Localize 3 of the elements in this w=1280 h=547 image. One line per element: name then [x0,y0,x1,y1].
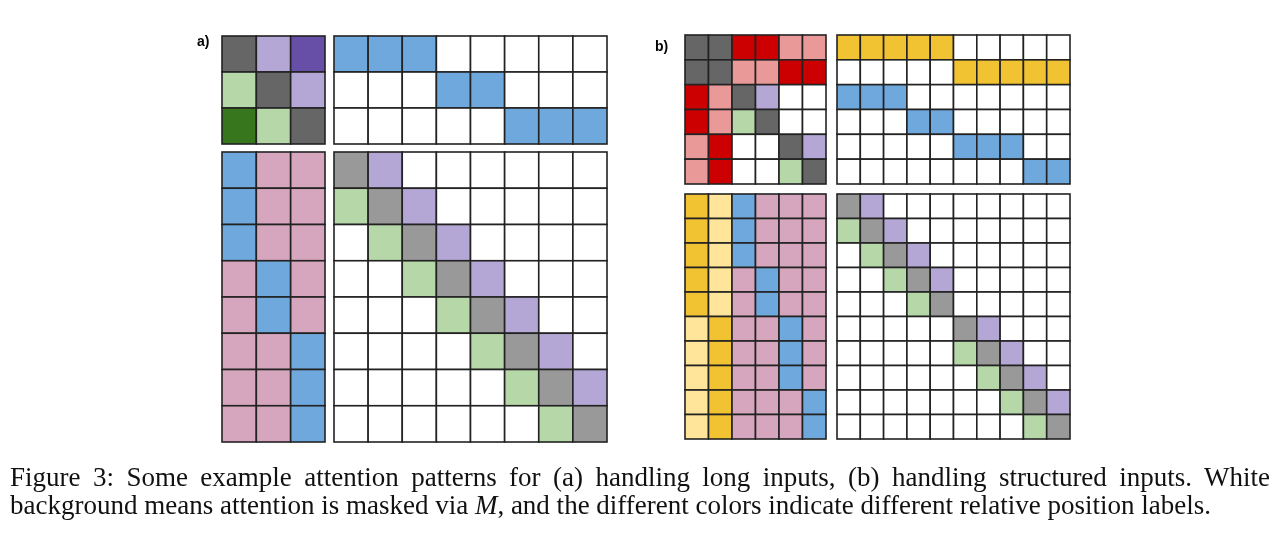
panel-label: a) [197,33,210,49]
figure-caption: Figure 3: Some example attention patterns for (a) handling long inputs, (b) handling structured inputs. White background means attention is masked via M, and the different colors indicate different relative position labels. [10,463,1270,519]
panel-label: b) [655,38,669,54]
